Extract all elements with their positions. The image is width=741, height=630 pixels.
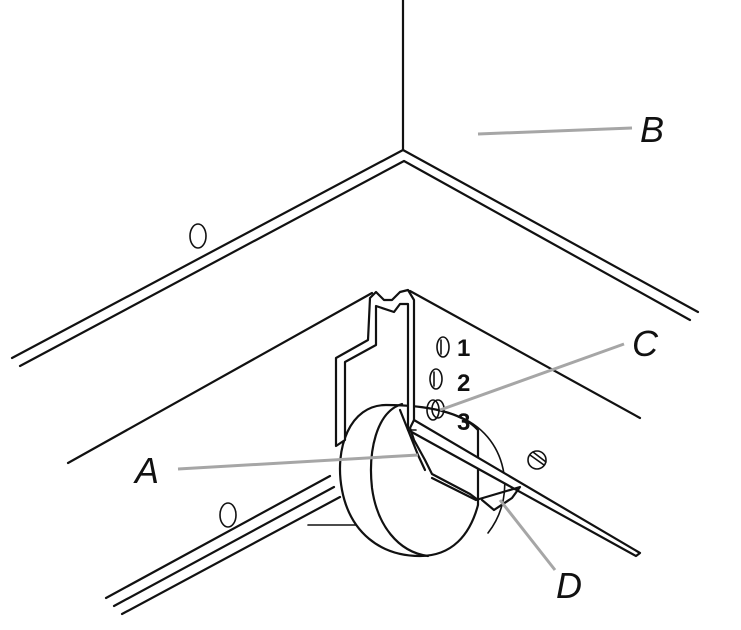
callout-b: B	[640, 109, 664, 150]
hole-3-outer	[426, 399, 440, 421]
leveling-bracket	[334, 288, 642, 558]
wheel-hub-shadow	[451, 413, 506, 534]
adjustment-holes	[426, 336, 547, 470]
front-edge-outer	[104, 474, 332, 600]
ledge-inner-edge	[18, 159, 692, 368]
lower-floor-panel	[66, 289, 642, 616]
position-label-2: 2	[457, 370, 470, 397]
front-edge-hole	[219, 502, 237, 528]
wheel-rim-edge	[369, 402, 430, 558]
mounting-screw-slot	[529, 451, 547, 466]
floor-back-edge-right	[408, 289, 642, 420]
leader-a	[177, 453, 419, 471]
leader-lines	[177, 126, 633, 571]
position-label-3: 3	[457, 409, 470, 436]
leader-c	[439, 342, 625, 412]
bracket-bottom-flange	[430, 476, 522, 512]
mounting-screw	[527, 450, 547, 470]
ledge-outer-edge	[10, 148, 700, 360]
callout-c: C	[632, 323, 659, 364]
front-edge-third	[120, 495, 342, 616]
front-edge-inner	[112, 485, 336, 608]
leader-d	[498, 499, 557, 571]
hole-1	[436, 336, 450, 358]
floor-back-edge-left	[66, 291, 374, 465]
callout-a: A	[133, 450, 159, 491]
hole-2	[429, 368, 443, 390]
ledge-hole	[189, 223, 207, 249]
leader-b	[477, 126, 633, 136]
bracket-body	[334, 288, 642, 558]
callout-d: D	[556, 565, 582, 606]
position-label-1: 1	[457, 335, 470, 362]
bracket-lip	[408, 418, 480, 502]
upper-cabinet-corner	[10, 0, 700, 368]
